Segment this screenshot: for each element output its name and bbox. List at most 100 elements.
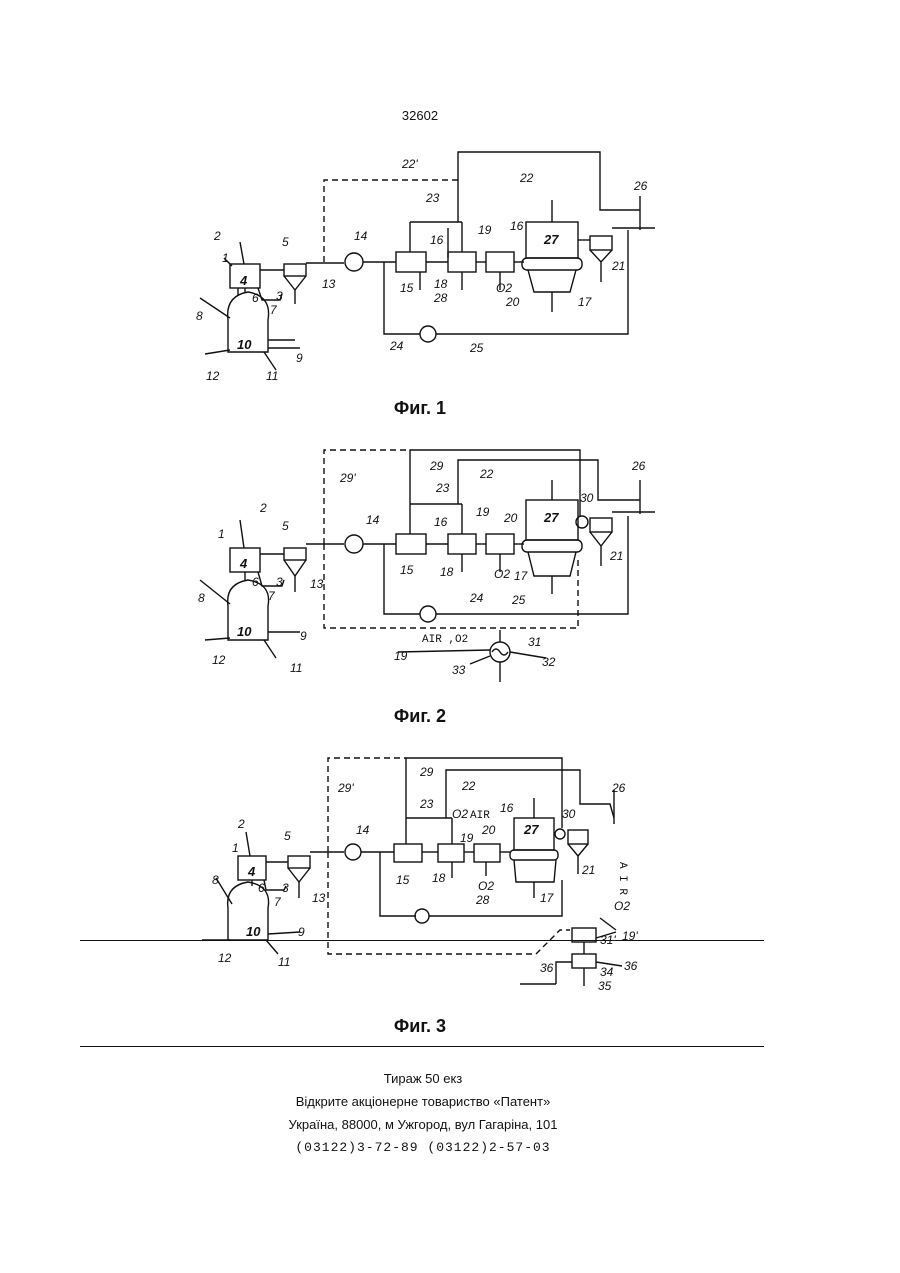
figure-1-caption: Фиг. 1	[0, 398, 840, 419]
svg-text:7: 7	[274, 895, 282, 909]
svg-text:35: 35	[598, 979, 612, 993]
svg-text:32: 32	[542, 655, 556, 669]
svg-text:16: 16	[510, 219, 524, 233]
block-20	[474, 844, 500, 862]
svg-text:1: 1	[218, 527, 225, 541]
svg-text:5: 5	[282, 235, 289, 249]
svg-text:19: 19	[460, 831, 474, 845]
svg-text:13: 13	[322, 277, 336, 291]
svg-text:18: 18	[434, 277, 448, 291]
svg-text:22: 22	[461, 779, 476, 793]
svg-text:21: 21	[581, 863, 595, 877]
svg-text:19: 19	[476, 505, 490, 519]
svg-text:27: 27	[523, 822, 539, 837]
svg-text:11: 11	[290, 661, 302, 675]
svg-text:30: 30	[562, 807, 576, 821]
svg-text:28: 28	[475, 893, 490, 907]
svg-text:4: 4	[239, 273, 248, 288]
block-18	[448, 534, 476, 554]
svg-text:22: 22	[479, 467, 494, 481]
svg-text:21: 21	[611, 259, 625, 273]
block-18	[438, 844, 464, 862]
unit-34	[572, 954, 596, 968]
svg-text:O2: O2	[494, 567, 510, 581]
svg-text:O2: O2	[496, 281, 512, 295]
svg-text:16: 16	[500, 801, 514, 815]
svg-text:26: 26	[631, 459, 646, 473]
figure-1-diagram: 4 6 3 7 10 2 1 5 13 8 9 12 11 14 15 16 1…	[0, 140, 900, 390]
fan-14	[345, 844, 361, 860]
svg-text:17: 17	[578, 295, 593, 309]
svg-text:17: 17	[540, 891, 555, 905]
svg-text:A I R: A I R	[616, 862, 628, 895]
pump-28	[415, 909, 429, 923]
svg-text:13: 13	[310, 577, 324, 591]
svg-text:8: 8	[198, 591, 205, 605]
svg-text:26: 26	[611, 781, 626, 795]
publisher-name: Відкрите акціонерне товариство «Патент»	[0, 1090, 846, 1113]
svg-text:9: 9	[298, 925, 305, 939]
publisher-footer: Тираж 50 екз Відкрите акціонерне товарис…	[0, 1067, 846, 1159]
svg-text:29': 29'	[337, 781, 354, 795]
svg-text:14: 14	[354, 229, 368, 243]
svg-text:10: 10	[237, 337, 252, 352]
svg-text:O2: O2	[478, 879, 494, 893]
block-15	[396, 252, 426, 272]
heat-exchanger-30	[555, 829, 565, 839]
svg-text:3: 3	[276, 289, 283, 303]
svg-text:27: 27	[543, 510, 559, 525]
svg-text:AIR ,O2: AIR ,O2	[422, 634, 468, 646]
svg-text:6: 6	[258, 881, 265, 895]
svg-text:13: 13	[312, 891, 326, 905]
svg-text:15: 15	[400, 563, 414, 577]
figure-3-diagram: 4 6 3 7 10 2 1 5 13 8 9 12 11 14 15 18 2…	[0, 745, 900, 1005]
svg-text:36: 36	[624, 959, 638, 973]
svg-text:22': 22'	[401, 157, 418, 171]
figure-2-caption: Фиг. 2	[0, 706, 840, 727]
svg-text:15: 15	[400, 281, 414, 295]
svg-text:27: 27	[543, 232, 559, 247]
svg-text:22: 22	[519, 171, 534, 185]
svg-text:17: 17	[514, 569, 529, 583]
svg-text:14: 14	[356, 823, 370, 837]
svg-text:4: 4	[239, 556, 248, 571]
svg-text:8: 8	[212, 873, 219, 887]
svg-text:5: 5	[282, 519, 289, 533]
svg-text:11: 11	[278, 955, 290, 969]
svg-text:O2: O2	[452, 807, 468, 821]
svg-text:24: 24	[469, 591, 484, 605]
svg-text:12: 12	[218, 951, 232, 965]
fan-14	[345, 253, 363, 271]
block-18	[448, 252, 476, 272]
block-20	[486, 252, 514, 272]
fan-14	[345, 535, 363, 553]
svg-text:3: 3	[282, 881, 289, 895]
svg-text:20: 20	[481, 823, 496, 837]
svg-text:23: 23	[419, 797, 434, 811]
svg-text:16: 16	[434, 515, 448, 529]
svg-text:5: 5	[284, 829, 291, 843]
svg-text:2: 2	[213, 229, 221, 243]
svg-text:9: 9	[296, 351, 303, 365]
svg-text:12: 12	[206, 369, 220, 383]
svg-text:AIR: AIR	[470, 810, 490, 822]
svg-text:25: 25	[511, 593, 526, 607]
svg-text:20: 20	[505, 295, 520, 309]
svg-text:2: 2	[237, 817, 245, 831]
svg-text:34: 34	[600, 965, 614, 979]
page-number: 32602	[0, 108, 840, 123]
publisher-address: Україна, 88000, м Ужгород, вул Гагаріна,…	[0, 1113, 846, 1136]
pump-24	[420, 326, 436, 342]
svg-text:15: 15	[396, 873, 410, 887]
figure-3-caption: Фиг. 3	[0, 1016, 840, 1037]
svg-text:18: 18	[432, 871, 446, 885]
divider-line	[80, 1046, 764, 1047]
block-15	[396, 534, 426, 554]
svg-text:8: 8	[196, 309, 203, 323]
svg-text:11: 11	[266, 369, 278, 383]
svg-text:18: 18	[440, 565, 454, 579]
svg-text:1: 1	[232, 841, 239, 855]
svg-text:16: 16	[430, 233, 444, 247]
svg-text:29: 29	[419, 765, 434, 779]
svg-text:1: 1	[222, 251, 229, 265]
